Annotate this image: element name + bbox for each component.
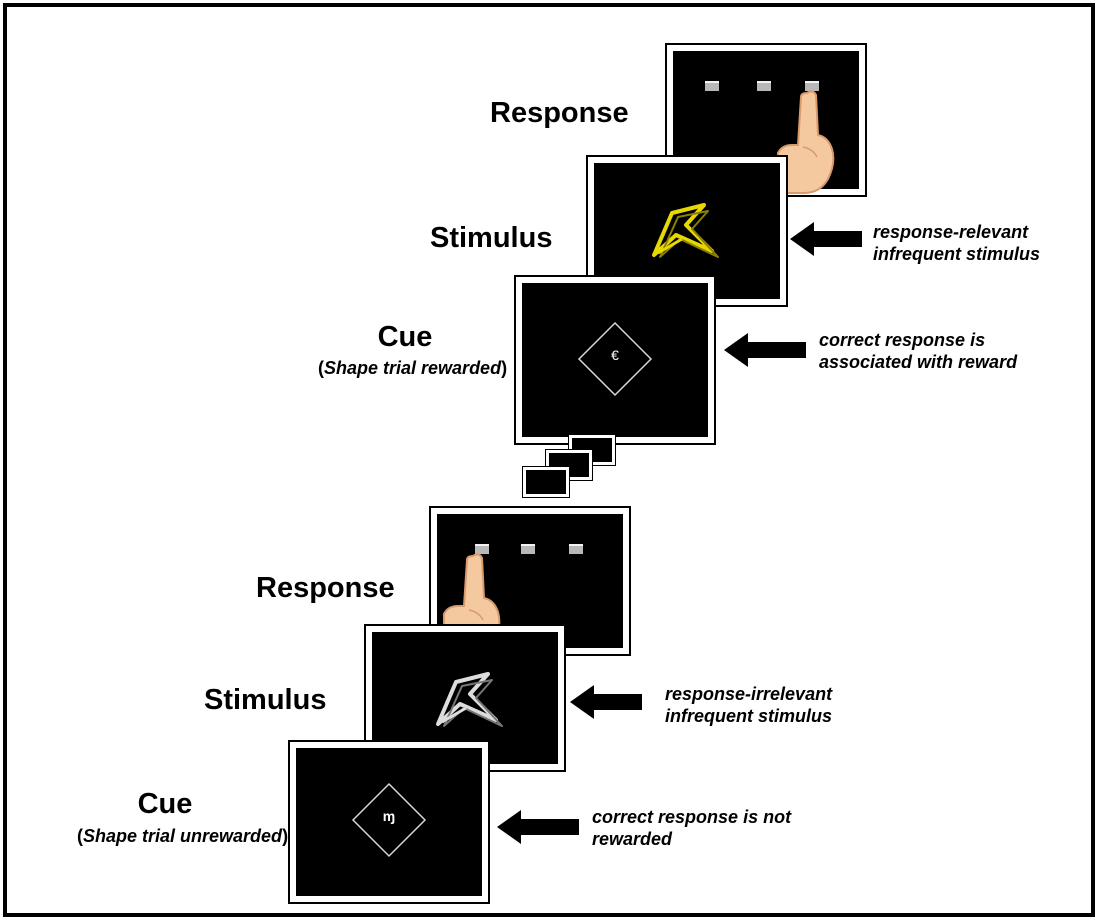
lower-cue-screen: ɱ (296, 748, 482, 896)
lower-stimulus-note: response-irrelevant infrequent stimulus (665, 684, 833, 726)
lower-stimulus-label: Stimulus (204, 684, 327, 716)
lower-stimulus-screen (372, 632, 558, 764)
lower-cue-note: correct response is not rewarded (592, 807, 792, 849)
upper-cue-note: correct response is associated with rewa… (819, 330, 1018, 372)
cue-symbol: € (611, 347, 619, 363)
figure-border (3, 3, 1095, 917)
lower-cue-sublabel: (Shape trial unrewarded) (77, 826, 289, 846)
arrow-left-icon (497, 810, 579, 844)
response-key-right (569, 544, 583, 554)
cue-symbol: ɱ (382, 808, 396, 824)
upper-stimulus-screen (594, 163, 780, 299)
upper-response-label: Response (490, 97, 629, 129)
lower-cue-label: Cue (137, 788, 193, 820)
upper-stimulus-note: response-relevant infrequent stimulus (873, 222, 1041, 264)
lower-response-label: Response (256, 572, 395, 604)
response-key-left (705, 81, 719, 91)
response-key-right (805, 81, 819, 91)
cue-diamond-icon (351, 782, 427, 858)
arrow-left-icon (570, 685, 642, 719)
response-key-middle (521, 544, 535, 554)
upper-cue-screen: € (522, 283, 708, 437)
arrow-left-icon (724, 333, 806, 367)
cue-diamond-icon (577, 321, 653, 397)
intertrial-thumbnail (526, 470, 566, 494)
upper-cue-sublabel: (Shape trial rewarded) (318, 358, 508, 378)
upper-cue-label: Cue (377, 321, 433, 353)
upper-stimulus-label: Stimulus (430, 222, 553, 254)
arrow-left-icon (790, 222, 862, 256)
response-key-middle (757, 81, 771, 91)
pointing-hand-icon (777, 90, 835, 194)
lower-response-screen (437, 514, 623, 648)
stimulus-shape-icon (652, 203, 719, 258)
response-key-left (475, 544, 489, 554)
stimulus-shape-icon (436, 672, 503, 727)
